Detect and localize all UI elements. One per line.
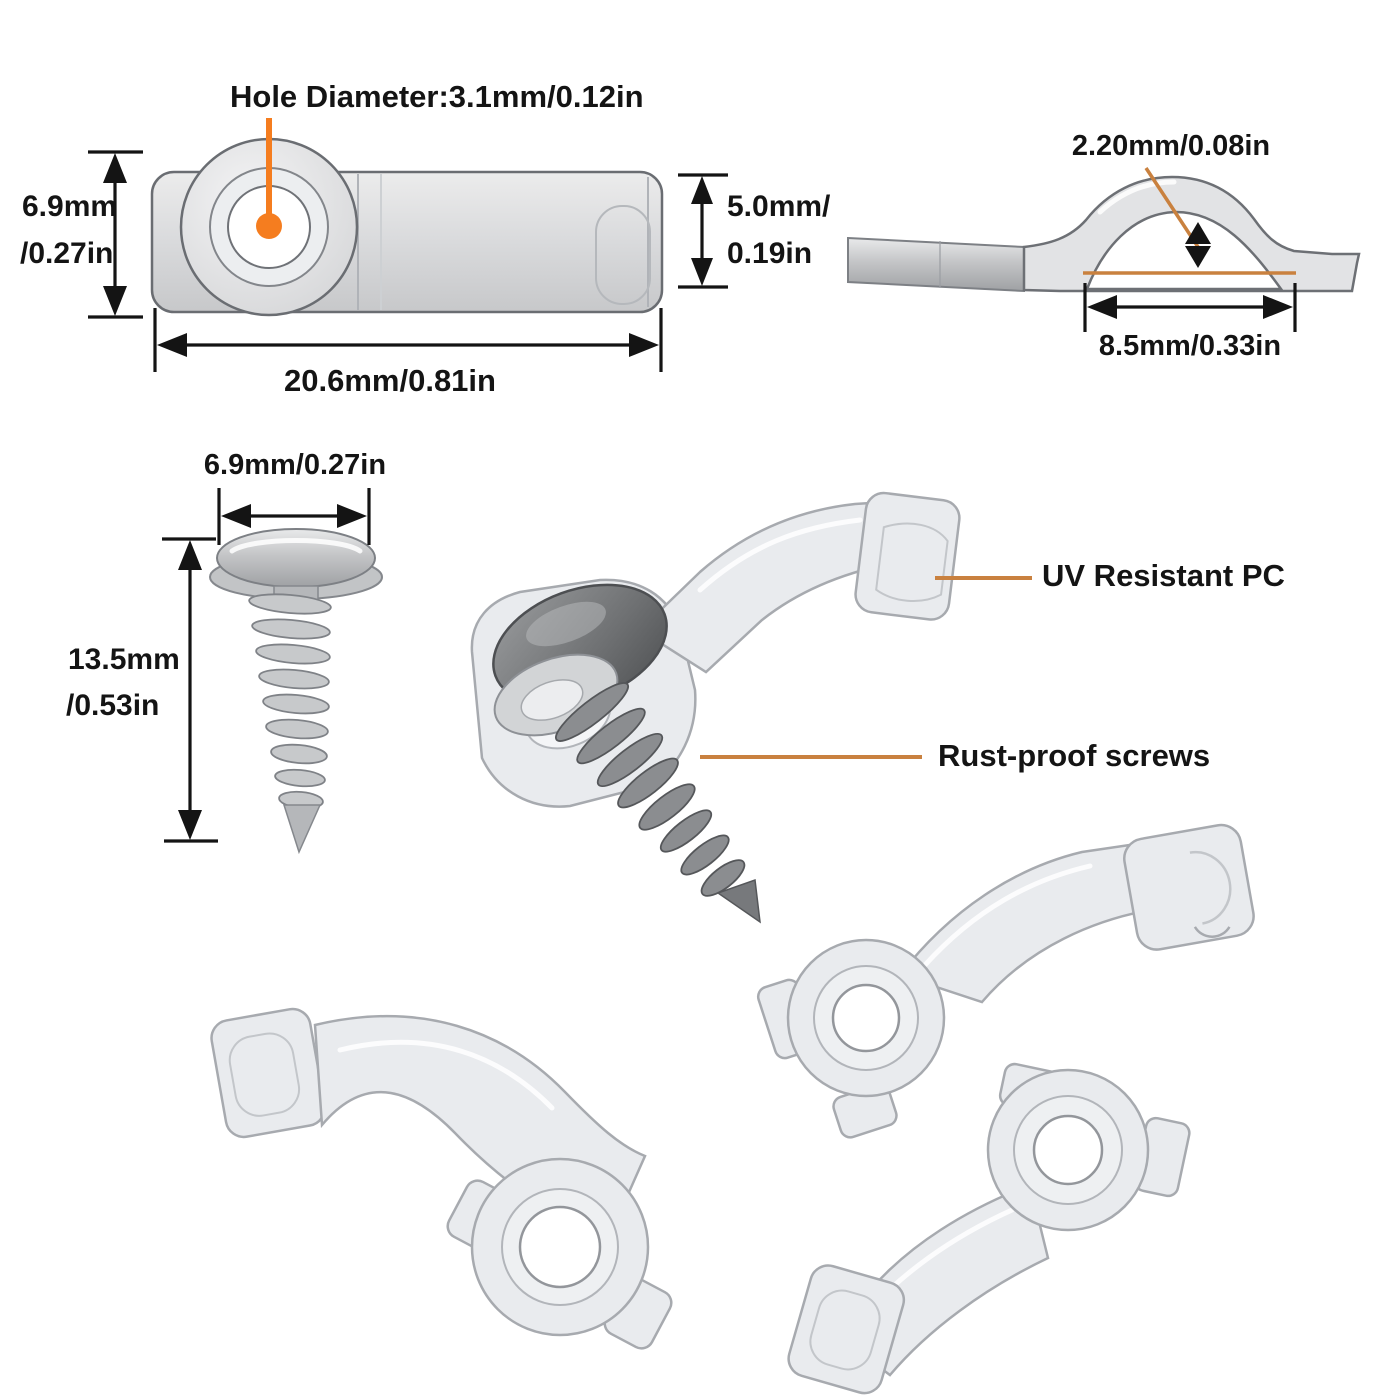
clip-screw-assembly-photo [470, 491, 961, 924]
rust-proof-label: Rust-proof screws [938, 738, 1211, 773]
clip-height-label-in: /0.27in [20, 237, 114, 270]
hole-diameter-leader [256, 118, 282, 239]
clip-photo-bottom-left [210, 1007, 673, 1350]
top-view-clip-photo [150, 137, 664, 317]
strip-height-dimension [678, 173, 728, 289]
clip-height-dimension [88, 150, 143, 319]
clip-length-dimension [153, 308, 663, 372]
thickness-dimension [1144, 167, 1211, 268]
strip-height-label-mm: 5.0mm/ [727, 190, 831, 223]
screw-head-width-dimension [217, 488, 371, 545]
hole-diameter-label: Hole Diameter:3.1mm/0.12in [230, 79, 644, 114]
clip-photo-bottom-right [787, 1062, 1191, 1395]
base-width-dimension [1083, 271, 1297, 332]
clip-photo-middle-right [756, 823, 1255, 1139]
screw-length-label-in: /0.53in [66, 689, 160, 722]
side-thickness-label: 2.20mm/0.08in [1071, 130, 1271, 162]
screw-photo [209, 528, 383, 855]
side-view-clip-photo [847, 175, 1361, 293]
screw-length-dimension [162, 537, 218, 843]
strip-height-label-in: 0.19in [727, 237, 813, 270]
clip-length-label: 20.6mm/0.81in [284, 363, 496, 398]
clip-height-label-mm: 6.9mm [22, 190, 118, 223]
screw-head-width-label: 6.9mm/0.27in [203, 449, 387, 481]
base-width-label: 8.5mm/0.33in [1098, 330, 1282, 362]
uv-resistant-label: UV Resistant PC [1042, 558, 1285, 593]
screw-length-label-mm: 13.5mm [68, 643, 180, 676]
